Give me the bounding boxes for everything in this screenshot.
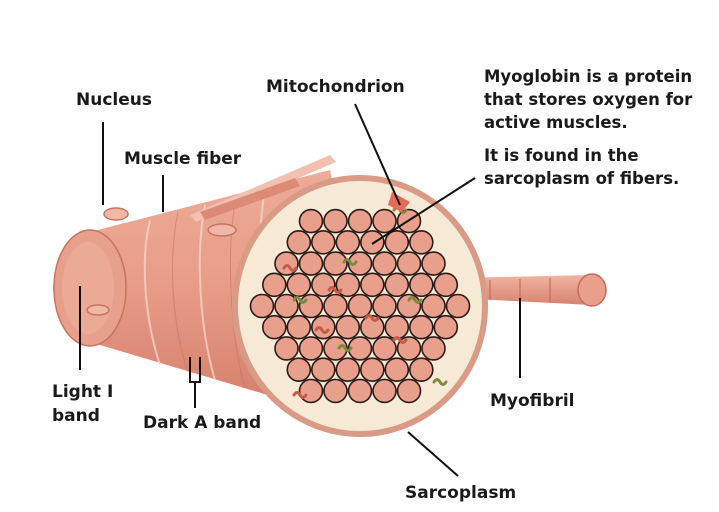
myofibril-circle [323, 293, 348, 319]
note-line-2: that stores oxygen for [484, 90, 693, 109]
myofibril-circle [396, 251, 422, 276]
myofibril-circle [298, 251, 324, 276]
myofibril-circle [274, 251, 299, 276]
myofibril-circle [298, 208, 324, 234]
myofibril-circle [347, 336, 373, 361]
mitochondrion-squiggle [337, 344, 353, 352]
myofibril-circle [408, 314, 434, 340]
mitochondrion-squiggle [327, 286, 343, 294]
myofibril-circle [286, 314, 312, 340]
myofibril-circle [372, 208, 397, 234]
myofibril-circle [347, 208, 373, 234]
myofibril-circle [310, 230, 336, 255]
myofibril-circle [408, 230, 434, 255]
leader-lines [79, 103, 521, 477]
myofibril-circle [421, 336, 446, 361]
note-line-5: sarcoplasm of fibers. [484, 169, 680, 188]
myofibril-circle [261, 314, 287, 340]
myofibril-circle [249, 293, 275, 319]
light-i-band-label-line1: Light I [52, 382, 114, 402]
nucleus-label: Nucleus [76, 90, 152, 110]
mitochondrion-squiggle [292, 391, 308, 399]
myofibril-circle [274, 293, 299, 319]
myofibril-circle [372, 378, 397, 404]
myofibril-circle [384, 314, 410, 340]
myofibril-circle [359, 357, 385, 383]
note-line-3: active muscles. [484, 113, 628, 132]
myofibril-circle [347, 293, 373, 319]
myofibril-circle [372, 251, 397, 276]
myofibril-circle [408, 357, 434, 383]
note-line-4: It is found in the [484, 146, 639, 165]
light-i-band-label-line2: band [52, 406, 100, 426]
myofibril-circle [384, 357, 410, 383]
nuclei [86, 207, 237, 316]
mitochondrion-squiggle [282, 264, 298, 272]
muscle-fiber-label: Muscle fiber [124, 149, 242, 169]
myofibril-circles [249, 208, 471, 404]
myofibril-circle [310, 272, 336, 298]
sarcoplasm-label: Sarcoplasm [405, 483, 517, 503]
mitochondrion-squiggle [314, 326, 330, 334]
myofibril-circle [323, 378, 348, 404]
myofibril-circle [274, 336, 299, 361]
myofibril-circle [323, 251, 348, 276]
myofibril-rod [455, 273, 607, 307]
mitochondrion-label: Mitochondrion [266, 77, 405, 97]
myofibril-circle [323, 208, 348, 234]
myofibril-circle [310, 314, 336, 340]
myofibril-circle [347, 378, 373, 404]
myofibril-circle [421, 251, 446, 276]
myofibril-circle [286, 272, 312, 298]
myofibril-circle [445, 293, 471, 319]
myofibril-circle [310, 357, 336, 383]
mitochondrion-squiggle [432, 378, 448, 386]
myofibril-circle [396, 378, 422, 404]
mitochondrion-squiggle [364, 314, 380, 322]
myofibril-circle [384, 230, 410, 255]
cross-section [232, 175, 488, 437]
myofibril-circle [261, 272, 287, 298]
myofibril-circle [408, 272, 434, 298]
mitochondrion-squiggle [407, 296, 423, 304]
myofibril-circle [335, 314, 361, 340]
note-line-1: Myoglobin is a protein [484, 67, 693, 86]
myofibril-circle [298, 336, 324, 361]
myofibril-circle [286, 357, 312, 383]
myofibril-circle [359, 230, 385, 255]
myofibril-circle [335, 230, 361, 255]
mitochondrion-squiggle [392, 336, 408, 344]
myofibril-circle [433, 314, 459, 340]
myofibril-circle [286, 230, 312, 255]
mitochondrion-squiggle [292, 296, 308, 304]
mitochondrion-squiggle [342, 258, 358, 266]
myofibril-circle [347, 251, 373, 276]
myofibril-circle [372, 336, 397, 361]
myofibril-circle [298, 293, 324, 319]
myofibril-circle [359, 272, 385, 298]
myofibril-circle [433, 272, 459, 298]
myofibril-circle [384, 272, 410, 298]
myofibril-circle [421, 293, 446, 319]
myofibril-circle [359, 314, 385, 340]
myofibril-label: Myofibril [490, 391, 575, 411]
myofibril-circle [372, 293, 397, 319]
dark-a-band-label: Dark A band [143, 413, 262, 433]
myofibril-circle [335, 357, 361, 383]
